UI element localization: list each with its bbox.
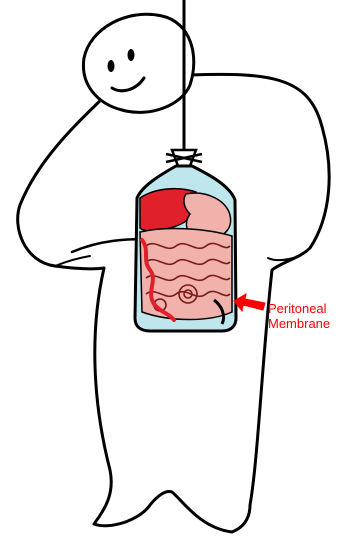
annotation-line1: Peritoneal — [268, 301, 327, 316]
annotation-line2: Membrane — [268, 316, 330, 331]
head — [83, 14, 193, 112]
left-eye — [108, 60, 115, 72]
abdominal-organs — [140, 189, 232, 324]
right-eye — [128, 49, 135, 61]
